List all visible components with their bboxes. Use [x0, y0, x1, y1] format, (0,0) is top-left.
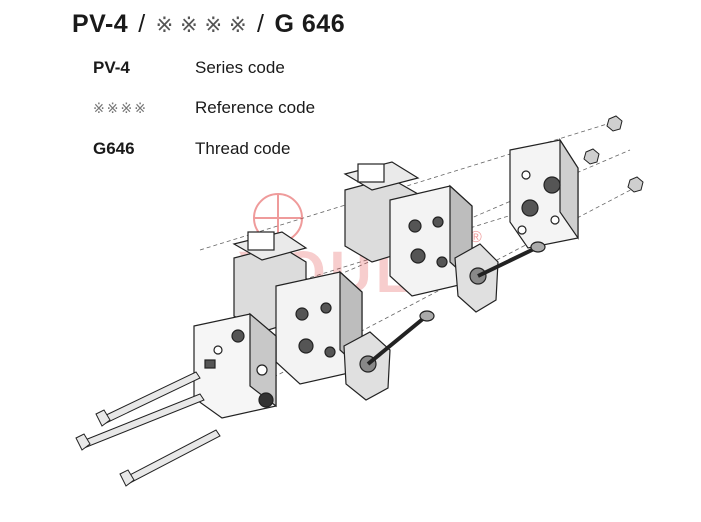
valve-section-rear — [343, 161, 546, 313]
title-separator-2: / — [257, 10, 265, 38]
legend-description: Reference code — [195, 98, 316, 117]
legend-description: Series code — [195, 58, 285, 77]
page-title: PV-4 / ※ ※ ※ ※ / G 646 — [72, 10, 345, 39]
legend-code: G646 — [93, 139, 135, 158]
legend-row-thread: G646 Thread code — [93, 139, 290, 159]
title-thread-code: G 646 — [274, 10, 346, 38]
legend-description: Thread code — [195, 139, 291, 158]
valve-section-front — [232, 231, 435, 401]
tie-rods — [75, 371, 221, 487]
legend-code: ※※※※ — [93, 100, 148, 116]
end-plate — [509, 137, 579, 249]
legend-row-reference: ※※※※ Reference code — [93, 98, 315, 118]
legend-code: PV-4 — [93, 58, 130, 77]
nut-icons — [583, 115, 644, 193]
legend-row-series: PV-4 Series code — [93, 58, 285, 78]
title-separator-1: / — [138, 10, 146, 38]
watermark-registered-mark: ® — [470, 229, 482, 246]
inlet-block — [193, 312, 277, 419]
title-series-code: PV-4 — [72, 10, 129, 38]
title-reference-code: ※ ※ ※ ※ — [155, 14, 248, 37]
